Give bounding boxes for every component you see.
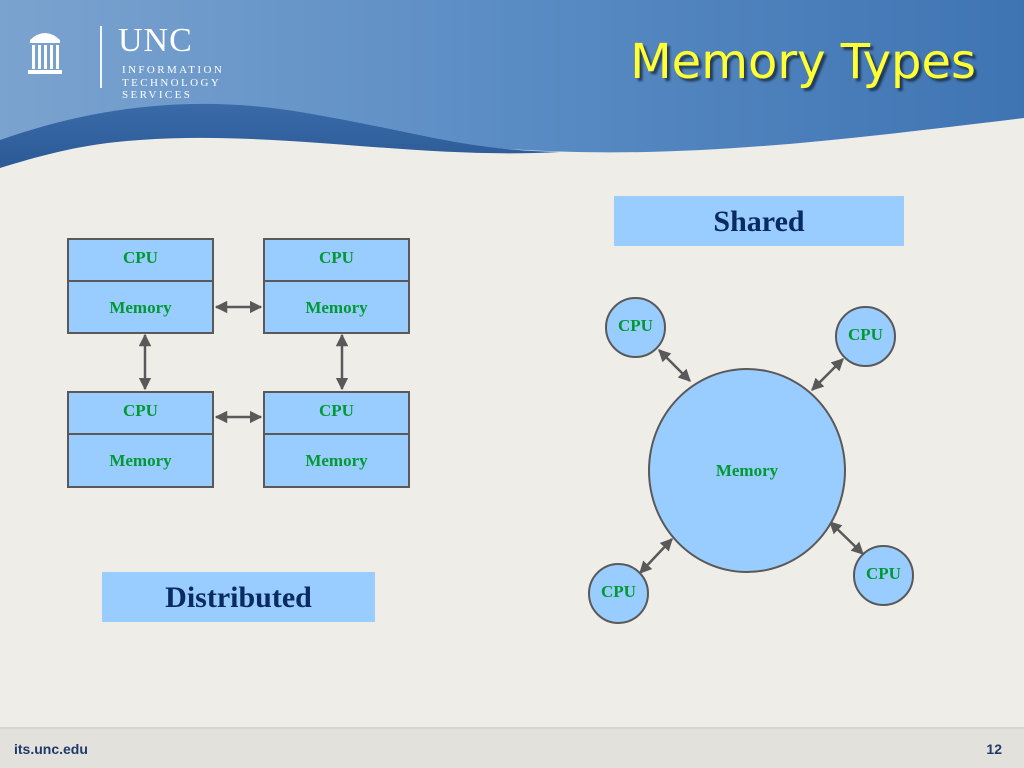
logo-unc-text: UNC [118, 22, 193, 59]
logo-line-2: TECHNOLOGY SERVICES [122, 77, 221, 101]
old-well-icon [28, 33, 62, 74]
shared-label: Shared [614, 196, 904, 246]
page-number: 12 [986, 741, 1002, 757]
distributed-node-1: CPU Memory [67, 238, 214, 334]
distributed-node-3: CPU Memory [67, 391, 214, 488]
distributed-label: Distributed [102, 572, 375, 622]
memory-cell: Memory [109, 298, 172, 317]
arrow-shared-bottom-left [639, 538, 673, 574]
slide-title: Memory Types [630, 34, 976, 90]
arrow-shared-top-left [658, 349, 691, 382]
cpu-cell: CPU [69, 393, 212, 435]
shared-cpu-bottom-right: CPU [853, 545, 914, 606]
footer-bar [0, 729, 1024, 768]
footer-divider [0, 727, 1024, 729]
arrow-shared-bottom-right [829, 521, 864, 555]
shared-memory-circle: Memory [648, 368, 846, 573]
distributed-node-4: CPU Memory [263, 391, 410, 488]
distributed-node-2: CPU Memory [263, 238, 410, 334]
slide-header: UNC INFORMATION TECHNOLOGY SERVICES Memo… [0, 0, 1024, 175]
footer-url: its.unc.edu [14, 741, 88, 757]
logo-divider [100, 26, 102, 88]
memory-cell: Memory [305, 451, 368, 470]
arrow-shared-top-right [811, 358, 844, 391]
logo-line-1: INFORMATION [122, 64, 225, 76]
shared-cpu-top-right: CPU [835, 306, 896, 367]
memory-cell: Memory [109, 451, 172, 470]
shared-cpu-top-left: CPU [605, 297, 666, 358]
cpu-cell: CPU [265, 240, 408, 282]
header-banner [0, 0, 1024, 175]
unc-its-logo: UNC INFORMATION TECHNOLOGY SERVICES [26, 22, 286, 101]
cpu-cell: CPU [69, 240, 212, 282]
shared-cpu-bottom-left: CPU [588, 563, 649, 624]
cpu-cell: CPU [265, 393, 408, 435]
memory-cell: Memory [305, 298, 368, 317]
